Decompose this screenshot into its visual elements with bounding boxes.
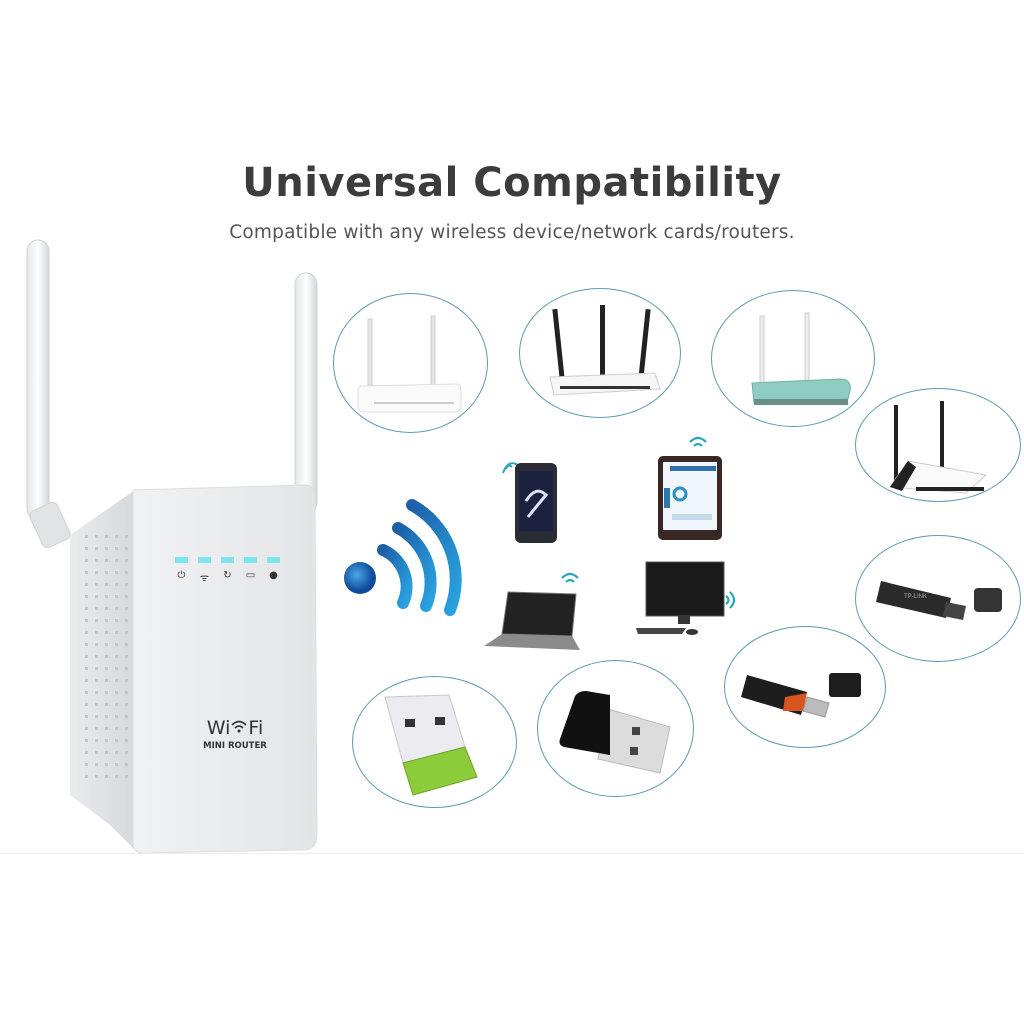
svg-text:TP-LINK: TP-LINK: [904, 594, 927, 600]
device-circle-three-antenna-router: [519, 288, 681, 418]
led-wps: [221, 557, 234, 563]
led-power: [175, 557, 188, 563]
led-lan: [244, 557, 257, 563]
black-base-router-icon: [889, 401, 988, 494]
lan-icon: ▭: [245, 570, 256, 581]
led-wan: [267, 557, 280, 563]
device-circle-nano-green-adapter: [352, 676, 517, 808]
wifi-logo-icon: [231, 720, 247, 733]
wan-icon: ●: [269, 570, 278, 581]
white-router-icon: [357, 315, 462, 413]
teal-router-icon: [751, 312, 851, 405]
device-circle-3g-modem: [724, 626, 886, 748]
wifi-icon: ᯤ: [199, 573, 210, 584]
wifi-logo: Wi Fi MINI ROUTER: [185, 718, 285, 751]
device-circle-nano-black-adapter: [537, 660, 694, 797]
mini-router-illustration: [26, 239, 318, 854]
logo-text-wi: Wi: [206, 717, 231, 739]
device-circle-white-router: [333, 293, 488, 433]
wifi-signal-icon: [344, 499, 462, 616]
desktop-pc-icon: [636, 561, 736, 635]
led-wifi: [198, 557, 211, 563]
device-circle-usb-dongle: TP-LINK: [855, 535, 1021, 662]
nano-usb-adapter-green-icon: [384, 694, 478, 796]
device-circle-black-base-router: [855, 388, 1021, 502]
page-subtitle: Compatible with any wireless device/netw…: [229, 222, 795, 243]
wps-icon: ↻: [223, 570, 232, 581]
three-antenna-router-icon: [549, 305, 661, 396]
nano-usb-adapter-black-icon: [559, 691, 671, 774]
smartphone-icon: [502, 462, 557, 543]
usb-3g-modem-icon: [741, 673, 861, 718]
led-panel: ⏻ ᯤ ↻ ▭ ●: [175, 557, 295, 587]
power-icon: ⏻: [177, 570, 186, 581]
tablet-icon: [658, 436, 722, 540]
page-title: Universal Compatibility: [242, 160, 782, 206]
laptop-icon: [484, 572, 580, 650]
device-circle-teal-router: [711, 290, 875, 427]
mini-router-product: ⏻ ᯤ ↻ ▭ ● Wi Fi MINI ROUTER: [15, 235, 335, 855]
logo-text-fi: Fi: [248, 717, 264, 739]
model-label: MINI ROUTER: [203, 741, 267, 751]
usb-wifi-dongle-icon: TP-LINK: [876, 581, 1002, 620]
baseline-divider: [0, 853, 1024, 854]
